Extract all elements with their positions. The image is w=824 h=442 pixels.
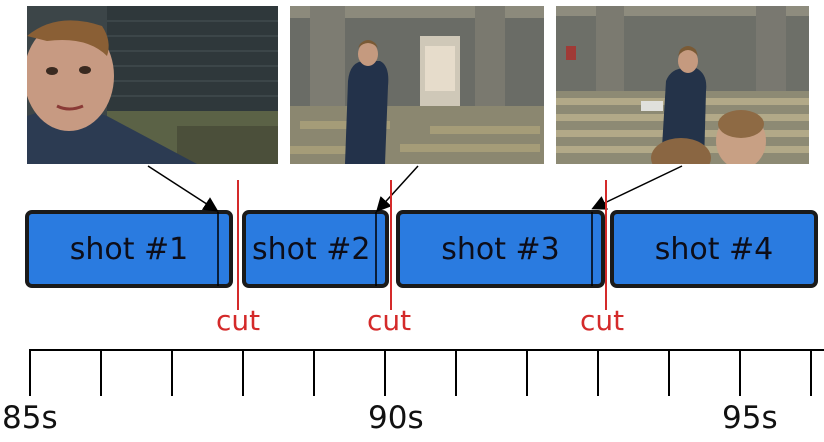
- cut-label-1: cut: [216, 304, 261, 337]
- frame-thumbnail-2: [290, 6, 544, 164]
- cut-label-2: cut: [367, 304, 412, 337]
- shot-box-2: shot #2: [242, 210, 389, 288]
- shot-box-1: shot #1: [25, 210, 233, 288]
- timeline-label-95s: 95s: [722, 400, 778, 436]
- timeline-label-90s: 90s: [368, 400, 424, 436]
- shot-label: shot #4: [654, 231, 774, 267]
- shot-box-3: shot #3: [396, 210, 605, 288]
- shot-label: shot #3: [441, 231, 560, 267]
- arrow-3: [591, 165, 683, 210]
- arrow-2: [375, 165, 419, 213]
- shot-box-4: shot #4: [610, 210, 818, 288]
- shot-label: shot #1: [69, 231, 189, 267]
- frame-thumbnail-1: [27, 6, 278, 164]
- timeline-label-85s: 85s: [2, 400, 58, 436]
- timeline-ticks: [29, 350, 812, 396]
- shot-label: shot #2: [252, 231, 371, 267]
- arrow-1: [147, 165, 219, 212]
- cut-label-3: cut: [580, 304, 625, 337]
- frame-thumbnail-3: [556, 6, 809, 164]
